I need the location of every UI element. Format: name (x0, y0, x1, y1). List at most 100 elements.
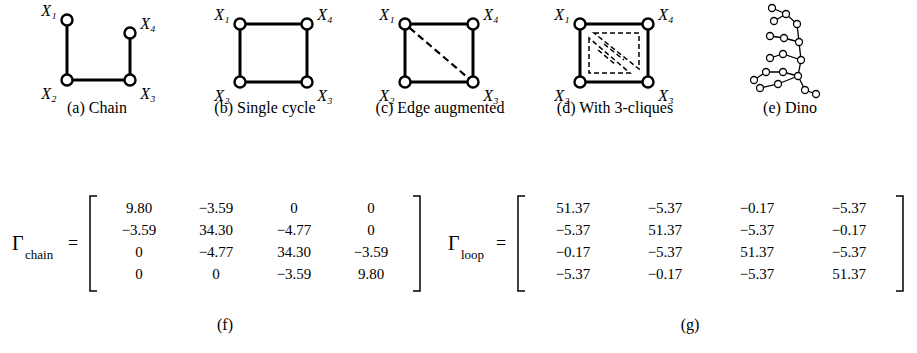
matrix-cell: −5.37 (740, 267, 775, 282)
matrix-cell: −4.77 (199, 245, 234, 260)
matrix-cell: −5.37 (556, 267, 591, 282)
graph-edge (586, 23, 642, 26)
matrix-cell: −5.37 (556, 223, 591, 238)
graph-edge (73, 79, 124, 82)
graph-edge (411, 23, 467, 26)
matrix-cell: 0 (212, 267, 220, 282)
subfigure-caption: (g) (681, 317, 700, 333)
vertex-circle (466, 75, 480, 89)
matrix-cell: 34.30 (199, 223, 233, 238)
matrix-cell: 51.37 (832, 267, 866, 282)
matrix-cell: −3.59 (354, 245, 389, 260)
graph-edge (246, 81, 301, 84)
graph-vertex: X₃ (466, 75, 480, 89)
matrix-cell: −4.77 (277, 223, 312, 238)
vertex-label: X₁ (41, 3, 56, 19)
matrix-subscript: loop (461, 248, 484, 261)
graph-vertex: X₁ (233, 17, 247, 31)
vertex-circle (233, 75, 247, 89)
matrix-cell: −3.59 (277, 267, 312, 282)
subfigure-caption: (a) Chain (67, 100, 127, 116)
matrix-cell: −5.37 (648, 245, 683, 260)
vertex-label: X₄ (317, 7, 332, 23)
graph-vertex: X₁ (573, 17, 587, 31)
matrix-subscript: chain (25, 248, 53, 261)
vertex-circle (300, 17, 314, 31)
matrix-cell: 51.37 (648, 223, 682, 238)
graph-edge (239, 30, 242, 76)
graph-edge (472, 30, 475, 76)
matrix-cell: −5.37 (832, 201, 867, 216)
graph-vertex: X₄ (300, 17, 314, 31)
vertex-circle (60, 13, 74, 27)
vertex-circle (641, 17, 655, 31)
matrix-cell: −5.37 (648, 201, 683, 216)
vertex-circle (573, 17, 587, 31)
vertex-circle (123, 26, 137, 40)
vertex-label: X₁ (554, 7, 569, 23)
vertex-circle (466, 17, 480, 31)
matrix-cell: −0.17 (740, 201, 775, 216)
graph-vertex: X₃ (300, 75, 314, 89)
graph-vertex: X₄ (466, 17, 480, 31)
matrix-cell: 0 (135, 267, 143, 282)
graph-edge (647, 30, 650, 76)
dino-joints (751, 5, 820, 98)
vertex-label: X₃ (317, 88, 332, 104)
matrix-cell: −0.17 (556, 245, 591, 260)
graph-edge (306, 30, 309, 76)
equals-sign: = (68, 234, 78, 252)
matrix-cell: −5.37 (832, 245, 867, 260)
graph-vertex: X₃ (123, 73, 137, 87)
vertex-label: X₄ (483, 7, 498, 23)
graph-edge (404, 30, 407, 76)
vertex-circle (233, 17, 247, 31)
vertex-label: X₁ (379, 7, 394, 23)
graph-vertex: X₄ (123, 26, 137, 40)
graph-edge (586, 81, 642, 84)
graph-vertex: X₁ (398, 17, 412, 31)
clique-triangles (589, 33, 639, 73)
subfigure-caption: (b) Single cycle (214, 100, 315, 116)
vertex-circle (641, 75, 655, 89)
vertex-circle (123, 73, 137, 87)
vertex-label: X₄ (658, 7, 673, 23)
vertex-circle (398, 75, 412, 89)
matrix-cell: −5.37 (740, 223, 775, 238)
matrix-cell: 0 (135, 245, 143, 260)
matrix-cell: 0 (290, 201, 298, 216)
matrix-cell: 34.30 (277, 245, 311, 260)
graph-vertex: X₄ (641, 17, 655, 31)
graph-edge (129, 39, 132, 74)
matrix-cell: −3.59 (122, 223, 157, 238)
matrix-symbol: Γ (12, 233, 24, 253)
graph-vertex: X₃ (641, 75, 655, 89)
matrix-cell: −0.17 (832, 223, 867, 238)
subfigure-caption: (f) (217, 317, 233, 333)
matrix-cell: −0.17 (648, 267, 683, 282)
graph-vertex: X₂ (573, 75, 587, 89)
graph-vertex: X₂ (398, 75, 412, 89)
graph-edge (66, 26, 69, 74)
matrix-symbol: Γ (448, 233, 460, 253)
vertex-circle (300, 75, 314, 89)
subfigure-caption: (e) Dino (763, 100, 817, 116)
vertex-circle (573, 75, 587, 89)
graph-edge (579, 30, 582, 76)
augmented-edge (410, 28, 469, 78)
matrix-cell: 51.37 (556, 201, 590, 216)
graph-vertex: X₁ (60, 13, 74, 27)
vertex-label: X₃ (140, 86, 155, 102)
graph-vertex: X₂ (233, 75, 247, 89)
dino-skeleton (754, 8, 816, 94)
vertex-label: X₁ (214, 7, 229, 23)
vertex-circle (398, 17, 412, 31)
matrix-cell: 9.80 (358, 267, 384, 282)
subfigure-caption: (c) Edge augmented (376, 100, 505, 116)
matrix-cell: 9.80 (126, 201, 152, 216)
matrix-cell: 0 (367, 201, 375, 216)
matrix-cell: 0 (367, 223, 375, 238)
graph-edge (246, 23, 301, 26)
